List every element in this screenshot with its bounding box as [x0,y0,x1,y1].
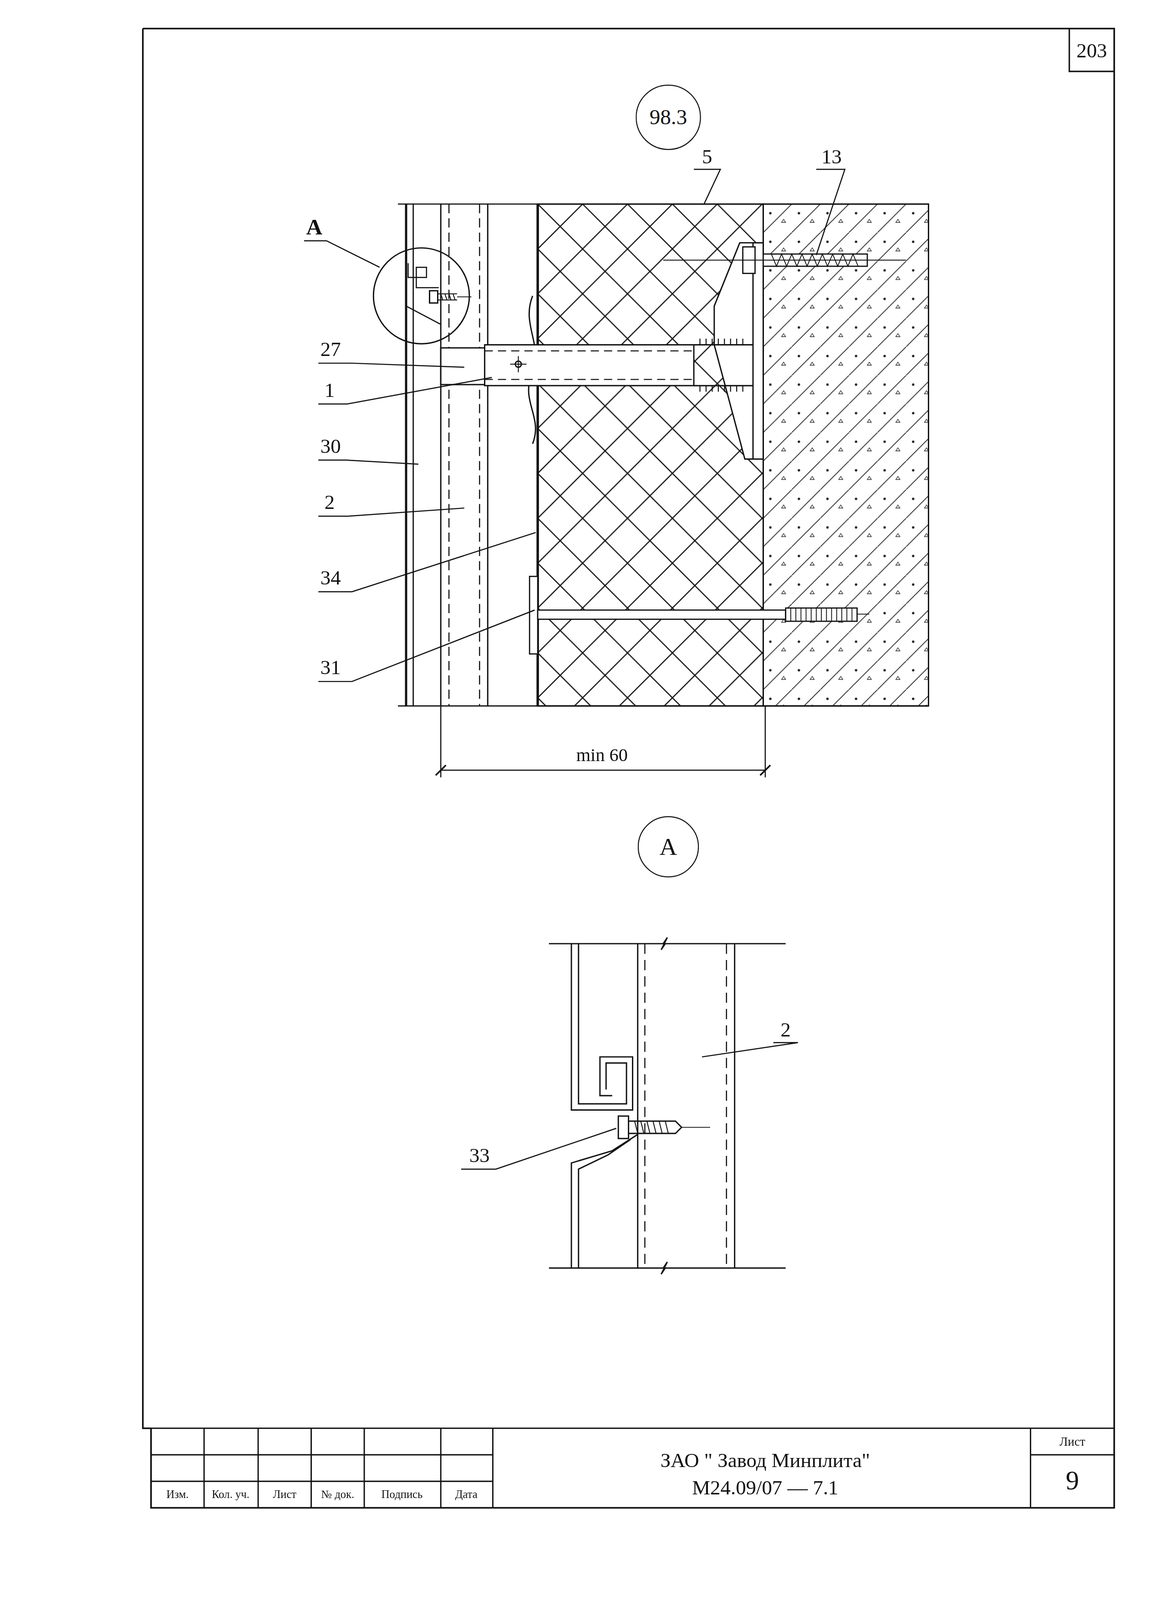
callout-number: 31 [320,656,341,678]
sheet-frame-part [142,28,1115,1509]
concrete-wall-part [763,203,929,707]
insulation-dowel-part [857,613,870,615]
callout-number: 1 [324,379,335,401]
leader-lines-part [318,377,492,404]
anchor-dowel-part [663,259,906,261]
title-block-cell: Изм. [166,1489,189,1501]
leader-lines-part [304,240,380,268]
insulation-dowel-part [785,608,858,622]
leader-lines-part [318,363,464,368]
detail-a-view-part [628,1121,682,1134]
detail-a-view-part [637,943,735,1269]
callout-number: 5 [702,145,713,167]
leader-lines-part [318,508,464,517]
dimension-line-part [440,706,766,778]
bracket [440,242,764,459]
detail-callout-circle-part [429,290,438,304]
bracket-part [753,242,764,459]
title-block [151,1428,1115,1509]
title-block-cell: Лист [272,1489,297,1501]
dimension-text: min 60 [576,745,628,764]
detail-callout-letter: A [305,216,323,239]
dimension-line-part [435,765,771,776]
detail-a-view-part [549,937,786,1275]
leader-lines-part [318,610,535,682]
facade-layers-part [397,203,929,707]
bracket-part [693,345,754,387]
callout-number: 30 [320,435,341,457]
detail-a-view-part [618,1116,629,1139]
detail-callout-circle-part [373,248,470,345]
facade-layers [397,203,929,707]
leader-lines [304,169,845,1170]
callout-number: 2 [780,1019,791,1040]
callout-number: 13 [821,145,842,167]
callout-number: 27 [320,338,341,360]
detail-a-view-part [634,1121,669,1134]
insulation-dowel-part [537,610,786,620]
node-text: 203 [1076,39,1107,61]
detail-a-view-part [578,943,627,1105]
title-block-code: М24.09/07 — 7.1 [691,1477,839,1498]
detail-callout-circle-part [457,296,472,298]
title-block-part [151,1428,1115,1509]
detail-callout-circle-part [407,263,439,288]
detail-letter-circle: A [637,816,699,878]
insulation-dowel-part [529,576,538,654]
detail-number-circle: 98.3 [635,84,701,150]
title-block-cell: Подпись [381,1489,423,1501]
bracket-part [510,356,527,373]
detail-a-view-part [578,1139,631,1268]
title-block-part [151,1428,1115,1509]
node-text: A [659,834,678,860]
detail-a-view-part [571,943,633,1110]
callout-number: 2 [324,491,335,513]
anchor-dowel [663,246,906,274]
facade-layers-part [448,203,480,707]
detail-callout-circle-part [437,293,458,300]
insulation-dowel-part [790,608,852,622]
leader-lines-part [693,169,721,204]
detail-callout-circle [373,248,472,345]
detail-a-view [549,937,786,1275]
title-block-cell: № док. [320,1489,355,1501]
title-block-cell: Дата [455,1489,478,1501]
dimension-line [435,706,771,778]
detail-a-view-part [571,1134,638,1269]
title-block-company: ЗАО " Завод Минплита" [660,1450,871,1471]
insulation-layer [537,203,764,707]
sheet-frame-part [1069,28,1115,72]
insulation-layer-part [537,203,764,707]
facade-layers-part [405,203,408,707]
title-block-cell: Кол. уч. [211,1489,250,1501]
title-block-cell: Лист [1059,1435,1085,1448]
concrete-wall [763,203,929,707]
bracket-part [484,351,694,380]
leader-lines-part [461,1128,617,1170]
callout-number: 33 [469,1144,490,1166]
detail-callout-circle-part [406,305,441,325]
insulation-dowel [529,576,870,654]
leader-lines-part [702,1043,799,1058]
bracket-part [714,242,756,459]
sheet-number: 9 [1065,1468,1079,1495]
leader-lines-part [318,532,536,592]
detail-a-view-part [644,943,727,1269]
detail-a-view-part [681,1127,711,1129]
leader-lines-part [816,169,845,255]
bracket-part [699,338,743,392]
bracket-part [484,345,694,387]
callout-number: 34 [320,567,341,588]
sheet-frame [142,28,1115,1509]
node-text: 98.3 [649,106,687,128]
facade-layers-part [412,203,414,707]
leader-lines-part [318,460,419,465]
sheet-number-box: 203 [1069,28,1115,72]
